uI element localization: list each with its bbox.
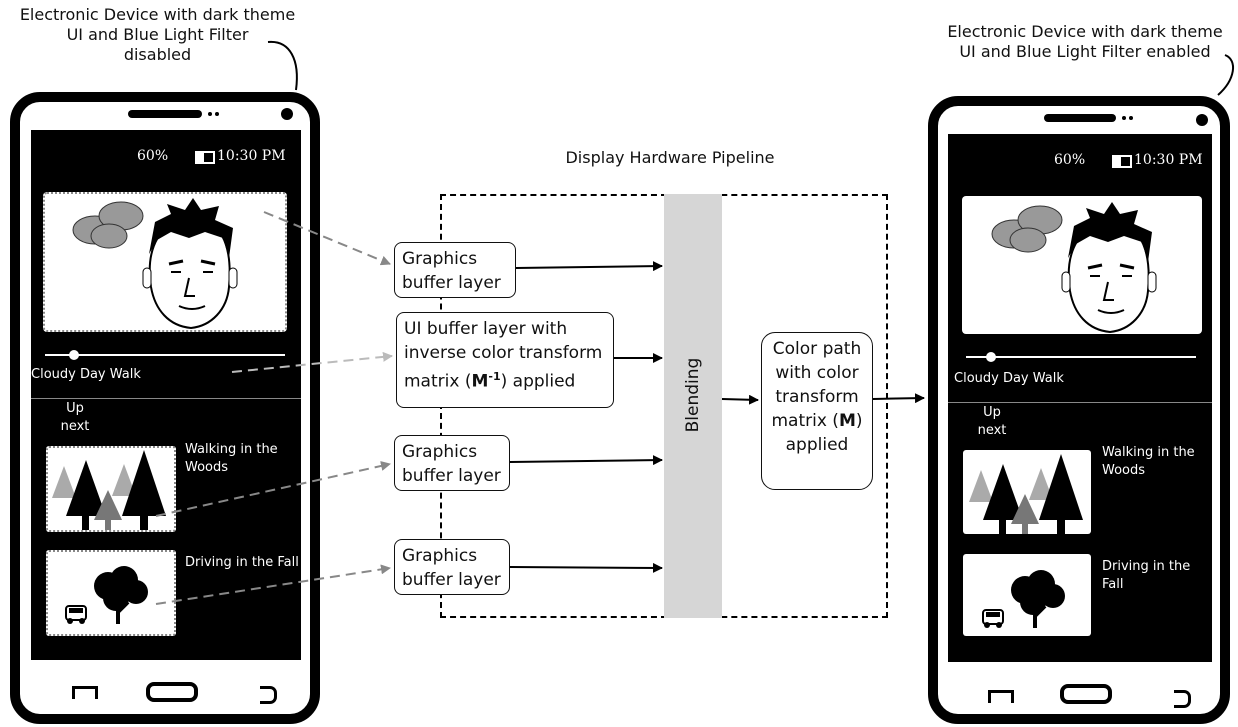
video-title: Cloudy Day Walk: [954, 371, 1064, 386]
list-item-title-2[interactable]: Driving in the Fall: [1102, 559, 1191, 592]
divider: [948, 402, 1212, 403]
speaker-grille: [1044, 114, 1116, 122]
ui-layer-matrix-prefix: matrix (: [404, 371, 472, 392]
graphics-layer-1-line-2: buffer layer: [402, 273, 501, 293]
tree-car-icon: [65, 566, 148, 624]
color-path-box: Color path with color transform matrix (…: [761, 332, 873, 490]
nav-recents-icon[interactable]: [988, 690, 1014, 703]
color-path-matrix-symbol: M: [838, 411, 856, 431]
pipeline-title: Display Hardware Pipeline: [565, 148, 775, 167]
right-phone-caption: Electronic Device with dark theme UI and…: [935, 22, 1235, 62]
left-phone-caption: Electronic Device with dark theme UI and…: [0, 5, 315, 65]
graphics-buffer-layer-3: Graphics buffer layer: [394, 539, 510, 595]
list-item-thumbnail-1[interactable]: [46, 446, 176, 532]
video-progress-thumb[interactable]: [69, 350, 79, 360]
ui-layer-line-2: inverse color transform: [404, 343, 603, 363]
ui-buffer-layer: UI buffer layer with inverse color trans…: [396, 312, 614, 408]
up-next-label: Up next: [972, 404, 1012, 440]
front-camera: [1196, 114, 1208, 126]
color-path-line-4: matrix (M): [769, 409, 865, 433]
graphics-buffer-layer-2: Graphics buffer layer: [394, 435, 510, 491]
video-progress-thumb[interactable]: [986, 352, 996, 362]
ui-layer-matrix-symbol: M: [471, 371, 489, 392]
color-path-line-5: applied: [785, 435, 849, 455]
ui-layer-matrix-superscript: -1: [488, 370, 501, 383]
nav-home-button[interactable]: [146, 682, 198, 702]
color-path-line-1: Color path: [772, 339, 862, 359]
list-item-thumbnail-2[interactable]: [46, 550, 176, 636]
list-item-thumbnail-1[interactable]: [963, 450, 1091, 534]
left-caption-line-1: Electronic Device with dark theme: [19, 5, 296, 24]
right-screen: 60% 10:30 PM Cloudy Day Walk: [948, 134, 1212, 662]
color-path-matrix-suffix: ): [855, 411, 863, 431]
sensor-dots: [208, 112, 212, 116]
nav-home-button[interactable]: [1060, 684, 1112, 704]
status-time: 10:30 PM: [217, 148, 286, 164]
graphics-layer-2-line-2: buffer layer: [402, 466, 501, 486]
nav-back-icon[interactable]: [1174, 690, 1191, 708]
nav-back-icon[interactable]: [260, 686, 277, 704]
graphics-layer-1-line-1: Graphics: [402, 249, 478, 269]
color-path-line-3: transform: [775, 387, 859, 407]
sensor-dots: [1122, 116, 1126, 120]
tree-car-icon: [982, 570, 1065, 628]
left-caption-line-3: disabled: [123, 45, 192, 64]
video-player[interactable]: [962, 196, 1202, 334]
up-next-label: Up next: [55, 400, 95, 436]
video-title: Cloudy Day Walk: [31, 367, 141, 382]
battery-icon: [1112, 155, 1132, 168]
list-item-thumbnail-2[interactable]: [963, 554, 1091, 636]
person-cartoon-icon: [72, 198, 238, 330]
left-phone: 60% 10:30 PM Cloudy Day Walk: [10, 92, 320, 724]
battery-icon: [195, 151, 215, 164]
up-next-line-2: next: [977, 423, 1007, 438]
right-caption-line-1: Electronic Device with dark theme: [947, 22, 1223, 41]
ui-layer-matrix-suffix: ) applied: [500, 371, 576, 392]
list-item-title-2[interactable]: Driving in the Fall: [185, 555, 299, 570]
graphics-layer-3-line-2: buffer layer: [402, 570, 501, 590]
left-caption-line-2: UI and Blue Light Filter: [66, 25, 249, 44]
graphics-buffer-layer-1: Graphics buffer layer: [394, 242, 516, 298]
status-time: 10:30 PM: [1134, 152, 1203, 168]
right-phone: 60% 10:30 PM Cloudy Day Walk: [928, 96, 1230, 724]
trees-icon: [52, 450, 166, 530]
up-next-line-1: Up: [66, 401, 84, 416]
battery-percent: 60%: [137, 148, 169, 164]
video-progress-track[interactable]: [966, 356, 1196, 358]
ui-layer-line-1: UI buffer layer with: [404, 319, 568, 339]
video-player[interactable]: [43, 192, 287, 332]
nav-recents-icon[interactable]: [72, 686, 98, 699]
ui-layer-line-3: matrix (M-1) applied: [404, 365, 606, 394]
up-next-line-2: next: [60, 419, 90, 434]
graphics-layer-2-line-1: Graphics: [402, 442, 478, 462]
color-path-matrix-prefix: matrix (: [771, 411, 839, 431]
graphics-layer-3-line-1: Graphics: [402, 546, 478, 566]
battery-percent: 60%: [1054, 152, 1086, 168]
trees-icon: [969, 454, 1083, 534]
list-item-title-1[interactable]: Walking in the Woods: [1102, 445, 1195, 478]
person-cartoon-icon: [991, 202, 1157, 334]
color-path-line-2: with color: [775, 363, 859, 383]
blending-stage: [664, 194, 722, 618]
right-caption-line-2: UI and Blue Light Filter enabled: [959, 42, 1211, 61]
front-camera: [281, 108, 293, 120]
video-progress-track[interactable]: [45, 354, 285, 356]
left-screen: 60% 10:30 PM Cloudy Day Walk: [31, 130, 301, 660]
divider: [31, 398, 301, 399]
speaker-grille: [128, 110, 202, 118]
up-next-line-1: Up: [983, 405, 1001, 420]
list-item-title-1[interactable]: Walking in the Woods: [185, 442, 278, 475]
